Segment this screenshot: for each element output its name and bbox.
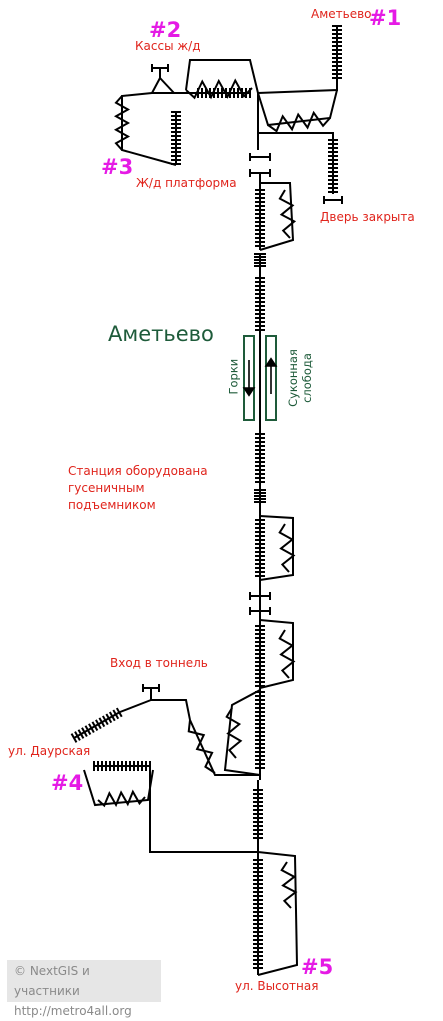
entrance-4-path	[149, 766, 258, 853]
mid-ramp-frame	[223, 689, 261, 776]
platform-left-label: Горки	[226, 358, 241, 395]
lower-side-frame-2	[259, 619, 294, 689]
ul-daurskaya-stairs	[74, 731, 81, 741]
equipment-note: Станция оборудована гусеничным подъемник…	[68, 464, 208, 512]
entrance-4-label: ул. Даурская	[8, 744, 91, 758]
entrance-3-label: Ж/д платформа	[136, 176, 237, 190]
lower-side-ramp-1	[278, 523, 296, 573]
project-url: http://metro4all.org	[14, 1004, 132, 1018]
upper-ramp-b-frame	[257, 89, 338, 127]
lower-side-ramp-2	[278, 629, 296, 679]
ul-daurskaya-stairs	[98, 717, 106, 728]
ul-daurskaya-stairs	[102, 715, 109, 726]
entrance-1-label: Аметьево	[311, 7, 372, 21]
ul-daurskaya-stairs	[115, 707, 123, 718]
upper-side-frame	[259, 182, 295, 251]
ul-daurskaya-stairs	[105, 713, 113, 724]
tunnel-path	[150, 688, 260, 776]
entrance-2-label: Кассы ж/д	[135, 39, 201, 53]
lower-side-frame-1	[259, 515, 294, 581]
tunnel-entrance-label: Вход в тоннель	[110, 656, 208, 670]
entrance-3-number: #3	[101, 155, 134, 179]
upper-side-ramp	[278, 189, 297, 239]
entrance-4-number: #4	[51, 771, 84, 795]
copyright-box: © NextGIS и участники http://metro4all.o…	[7, 960, 161, 1018]
upper-ramp-b	[267, 110, 331, 133]
ul-daurskaya-stairs	[91, 721, 99, 732]
copyright-text: © NextGIS и участники	[14, 964, 90, 998]
ul-daurskaya-stairs	[95, 719, 102, 730]
door-closed-label: Дверь закрыта	[320, 210, 415, 224]
ul-daurskaya-stairs	[88, 723, 95, 734]
entrance-2-branch	[159, 77, 175, 94]
ul-daurskaya-link	[119, 699, 152, 713]
upper-ramp-frame	[185, 59, 259, 94]
entrance-1-path	[257, 78, 338, 94]
ul-daurskaya-stairs	[84, 725, 92, 735]
entrance-2-number: #2	[149, 18, 182, 42]
entrance-3-ramp	[113, 95, 131, 151]
route-layer	[70, 25, 343, 976]
ul-daurskaya-stairs	[112, 709, 120, 720]
entrance-5-frame	[257, 851, 299, 976]
platform-box-right	[264, 335, 278, 421]
entrance-5-number: #5	[301, 955, 334, 979]
platform-box-left	[242, 335, 256, 421]
station-name: Аметьево	[108, 322, 214, 346]
platform-right-label: Суконная слобода	[286, 349, 314, 407]
entrance-3-frame	[121, 92, 177, 166]
door-closed-path	[258, 132, 334, 140]
tunnel-ramp	[187, 719, 216, 774]
entrance-1-number: #1	[369, 6, 402, 30]
entrance-4-ramp	[97, 789, 146, 808]
entrance-5-ramp	[280, 861, 298, 909]
entrance-5-label: ул. Высотная	[235, 979, 319, 993]
mid-ramp	[225, 707, 243, 759]
ul-daurskaya-stairs	[81, 727, 88, 737]
ul-daurskaya-stairs	[77, 729, 85, 739]
ul-daurskaya-stairs	[108, 711, 116, 722]
entrance-2-path	[150, 68, 198, 94]
ul-daurskaya-stairs	[70, 733, 78, 743]
